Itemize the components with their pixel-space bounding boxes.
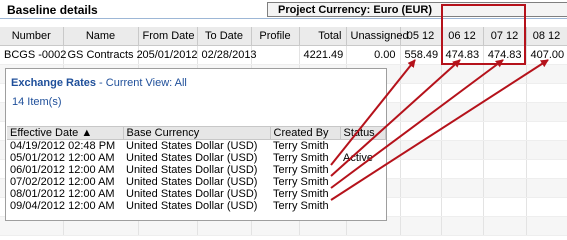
exchange-rates-popup: Exchange Rates - Current View: All 14 It… bbox=[5, 68, 387, 221]
base-currency: United States Dollar (USD) bbox=[126, 152, 258, 164]
status bbox=[340, 176, 385, 188]
effective-date: 05/01/2012 12:00 AM bbox=[10, 152, 115, 164]
baseline-details-title: Baseline details bbox=[7, 3, 98, 17]
col-header-total[interactable]: Total bbox=[299, 27, 347, 46]
list-item[interactable]: 06/01/2012 12:00 AM United States Dollar… bbox=[7, 164, 385, 176]
cell-08-12: 407.00 bbox=[526, 45, 567, 65]
table-row bbox=[0, 216, 567, 236]
header-divider bbox=[0, 18, 567, 19]
col-header-created-by[interactable]: Created By bbox=[270, 126, 341, 140]
created-by: Terry Smith bbox=[273, 164, 329, 176]
col-header-to-date[interactable]: To Date bbox=[197, 27, 252, 46]
effective-date: 04/19/2012 02:48 PM bbox=[10, 140, 116, 152]
exchange-rates-table: Effective Date ▲ Base Currency Created B… bbox=[7, 126, 386, 212]
popup-title: Exchange Rates - Current View: All bbox=[11, 77, 187, 89]
created-by: Terry Smith bbox=[273, 152, 329, 164]
project-currency-label: Project Currency: Euro (EUR) bbox=[278, 4, 433, 16]
col-header-05-12[interactable]: 05 12 bbox=[400, 27, 442, 46]
created-by: Terry Smith bbox=[273, 176, 329, 188]
grid-header-row: Number Name From Date To Date Profile To… bbox=[0, 27, 567, 46]
effective-date: 08/01/2012 12:00 AM bbox=[10, 188, 115, 200]
list-item[interactable]: 07/02/2012 12:00 AM United States Dollar… bbox=[7, 176, 385, 188]
base-currency: United States Dollar (USD) bbox=[126, 140, 258, 152]
status bbox=[340, 164, 385, 176]
status: Active bbox=[343, 152, 373, 164]
col-header-base-currency[interactable]: Base Currency bbox=[123, 126, 271, 140]
highlight-box bbox=[441, 4, 526, 65]
base-currency: United States Dollar (USD) bbox=[126, 164, 258, 176]
created-by: Terry Smith bbox=[273, 188, 329, 200]
cell-05-12: 558.49 bbox=[400, 45, 442, 65]
cell-number: BCGS -0002 bbox=[0, 45, 66, 65]
effective-date: 07/02/2012 12:00 AM bbox=[10, 176, 115, 188]
effective-date: 06/01/2012 12:00 AM bbox=[10, 164, 115, 176]
col-header-from-date[interactable]: From Date bbox=[138, 27, 198, 46]
col-header-status[interactable]: Status bbox=[340, 126, 386, 140]
cell-unassigned: 0.00 bbox=[346, 45, 401, 65]
col-header-name[interactable]: Name bbox=[63, 27, 139, 46]
item-count: 14 Item(s) bbox=[12, 96, 62, 108]
col-header-06-12[interactable]: 06 12 bbox=[441, 27, 484, 46]
exchange-rates-title: Exchange Rates bbox=[11, 77, 96, 89]
list-item[interactable]: 08/01/2012 12:00 AM United States Dollar… bbox=[7, 188, 385, 200]
popup-header-row: Effective Date ▲ Base Currency Created B… bbox=[7, 126, 386, 140]
status bbox=[340, 140, 385, 153]
base-currency: United States Dollar (USD) bbox=[126, 200, 258, 212]
cell-profile bbox=[251, 45, 300, 65]
status bbox=[340, 188, 385, 200]
col-header-effective-date[interactable]: Effective Date ▲ bbox=[7, 126, 124, 140]
current-view-label[interactable]: - Current View: All bbox=[99, 77, 187, 89]
status bbox=[340, 200, 385, 212]
base-currency: United States Dollar (USD) bbox=[126, 176, 258, 188]
created-by: Terry Smith bbox=[273, 200, 329, 212]
cell-to-date: 02/28/2013 bbox=[197, 45, 257, 65]
created-by: Terry Smith bbox=[273, 140, 329, 152]
base-currency: United States Dollar (USD) bbox=[126, 188, 258, 200]
cell-total: 4221.49 bbox=[299, 45, 347, 65]
col-header-07-12[interactable]: 07 12 bbox=[483, 27, 527, 46]
list-item[interactable]: 04/19/2012 02:48 PM United States Dollar… bbox=[7, 140, 385, 153]
col-header-08-12[interactable]: 08 12 bbox=[526, 27, 567, 46]
col-header-unassigned[interactable]: Unassigned bbox=[346, 27, 409, 46]
list-item[interactable]: 09/04/2012 12:00 AM United States Dollar… bbox=[7, 200, 385, 212]
cell-from-date: 05/01/2012 bbox=[138, 45, 198, 65]
effective-date: 09/04/2012 12:00 AM bbox=[10, 200, 115, 212]
col-header-number[interactable]: Number bbox=[0, 27, 64, 46]
cell-name: GS Contracts 2 bbox=[63, 45, 143, 65]
col-header-profile[interactable]: Profile bbox=[251, 27, 300, 46]
list-item[interactable]: 05/01/2012 12:00 AM United States Dollar… bbox=[7, 152, 385, 164]
